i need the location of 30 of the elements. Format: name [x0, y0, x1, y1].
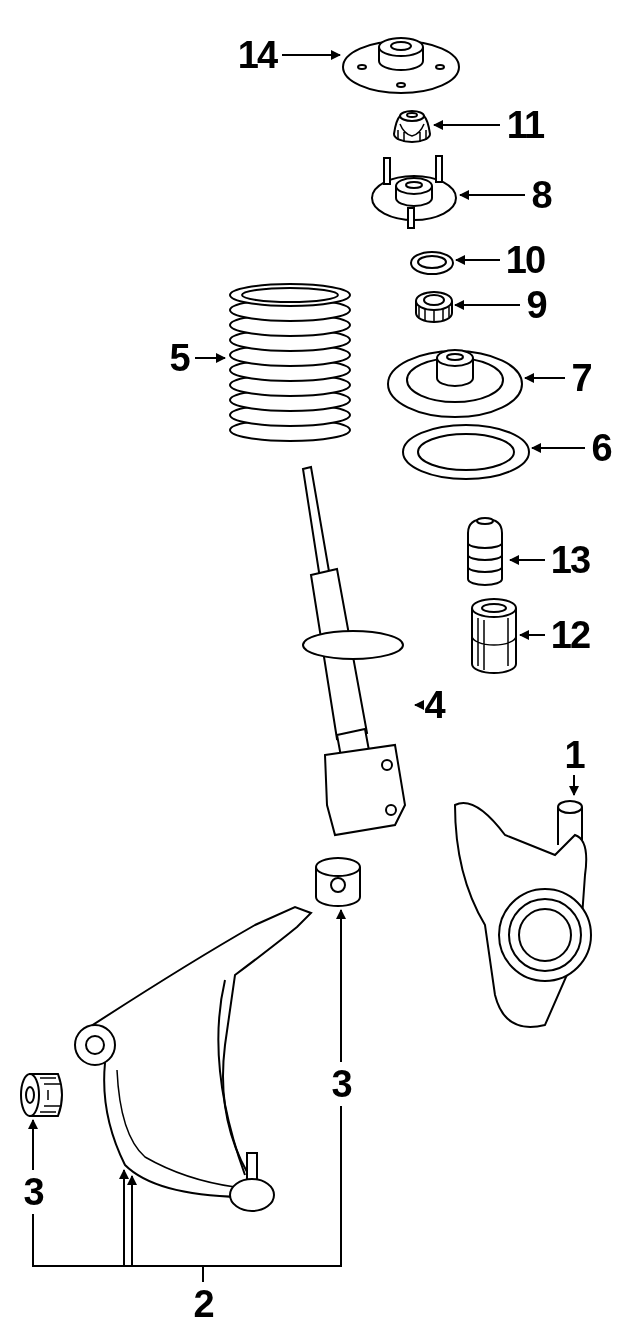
leader-arrow [519, 630, 546, 640]
leader-arrow [194, 353, 226, 363]
leader-arrow [336, 909, 346, 1063]
leader-arrow [454, 300, 521, 310]
callout-number: 12 [550, 616, 590, 654]
callout-number: 13 [550, 541, 590, 579]
leader-arrow [459, 190, 526, 200]
leader-arrow [569, 774, 579, 796]
leader-arrow [531, 443, 586, 453]
callout-number: 14 [237, 36, 277, 74]
callout-number: 6 [591, 429, 611, 467]
callout-number: 5 [169, 339, 189, 377]
callout-number: 8 [531, 176, 551, 214]
callout-number: 7 [571, 359, 591, 397]
callout-number: 4 [424, 686, 444, 724]
callout-number: 2 [193, 1285, 213, 1323]
leader-arrow [281, 50, 341, 60]
callout-number: 1 [564, 736, 584, 774]
leader-arrow [524, 373, 566, 383]
leader-arrow [414, 700, 424, 710]
leader-line [202, 1105, 342, 1283]
leader-arrow [28, 1119, 38, 1171]
callout-number: 11 [506, 106, 544, 144]
leader-arrow [509, 555, 546, 565]
leader-arrow [433, 120, 501, 130]
leader-arrow [455, 255, 501, 265]
callout-number: 10 [505, 241, 545, 279]
callout-number: 3 [331, 1065, 351, 1103]
callout-number: 3 [23, 1173, 43, 1211]
callout-number: 9 [526, 286, 546, 324]
